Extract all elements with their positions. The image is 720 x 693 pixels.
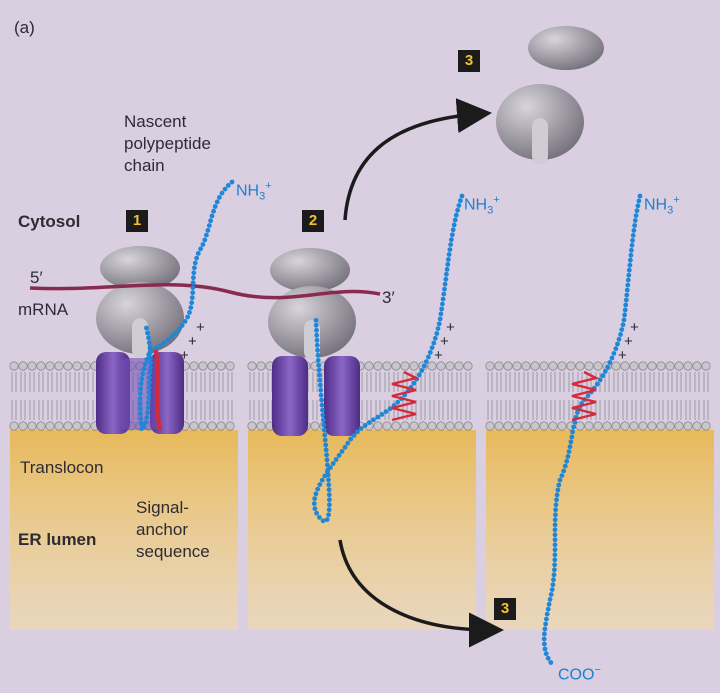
er-lumen-band [10,430,714,630]
charge-plus: + [434,347,443,364]
nascent-label-line3: chain [124,156,165,175]
step-2-badge: 2 [302,210,324,232]
charge-plus: + [196,319,205,336]
five-prime-label: 5′ [30,268,43,287]
nh3-label-1: NH3+ [236,180,272,203]
nascent-label-line1: Nascent [124,112,187,131]
charge-plus: + [180,347,189,364]
translocon-2 [272,356,360,436]
charge-plus: + [630,319,639,336]
charge-plus: + [440,333,449,350]
er-lumen-label: ER lumen [18,530,97,549]
cytosol-label: Cytosol [18,212,81,231]
charge-plus: + [624,333,633,350]
coo-label: COO− [558,664,601,684]
signal-label-line1: Signal- [136,498,189,517]
signal-label-line2: anchor [136,520,188,539]
charge-plus: + [618,347,627,364]
mrna-strand [29,282,381,300]
nascent-label-line2: polypeptide [124,134,211,153]
three-prime-label: 3′ [382,288,395,307]
ribosome-1 [96,246,184,358]
arrow-to-step3 [338,539,504,648]
charge-plus: + [188,333,197,350]
ribosome-2 [268,248,356,360]
step-1-badge: 1 [126,210,148,232]
nh3-label-2: NH3+ [464,194,500,217]
arrow-to-release [343,98,492,221]
step-3-badge-top: 3 [458,50,480,72]
charge-plus: + [446,319,455,336]
panel-label: (a) [14,18,35,37]
signal-anchor-helix-3 [571,370,600,422]
nh3-label-3: NH3+ [644,194,680,217]
mrna-label: mRNA [18,300,69,319]
polypeptide-chain-2 [311,193,465,524]
translocon-label: Translocon [20,458,104,477]
step-3-badge-bottom: 3 [494,598,516,620]
polypeptide-chain-3 [541,193,643,665]
polypeptide-chain-1 [137,179,235,431]
ribosome-released [496,26,604,164]
signal-label-line3: sequence [136,542,210,561]
signal-anchor-helix-2 [391,370,420,422]
signal-anchor-1 [153,349,163,431]
